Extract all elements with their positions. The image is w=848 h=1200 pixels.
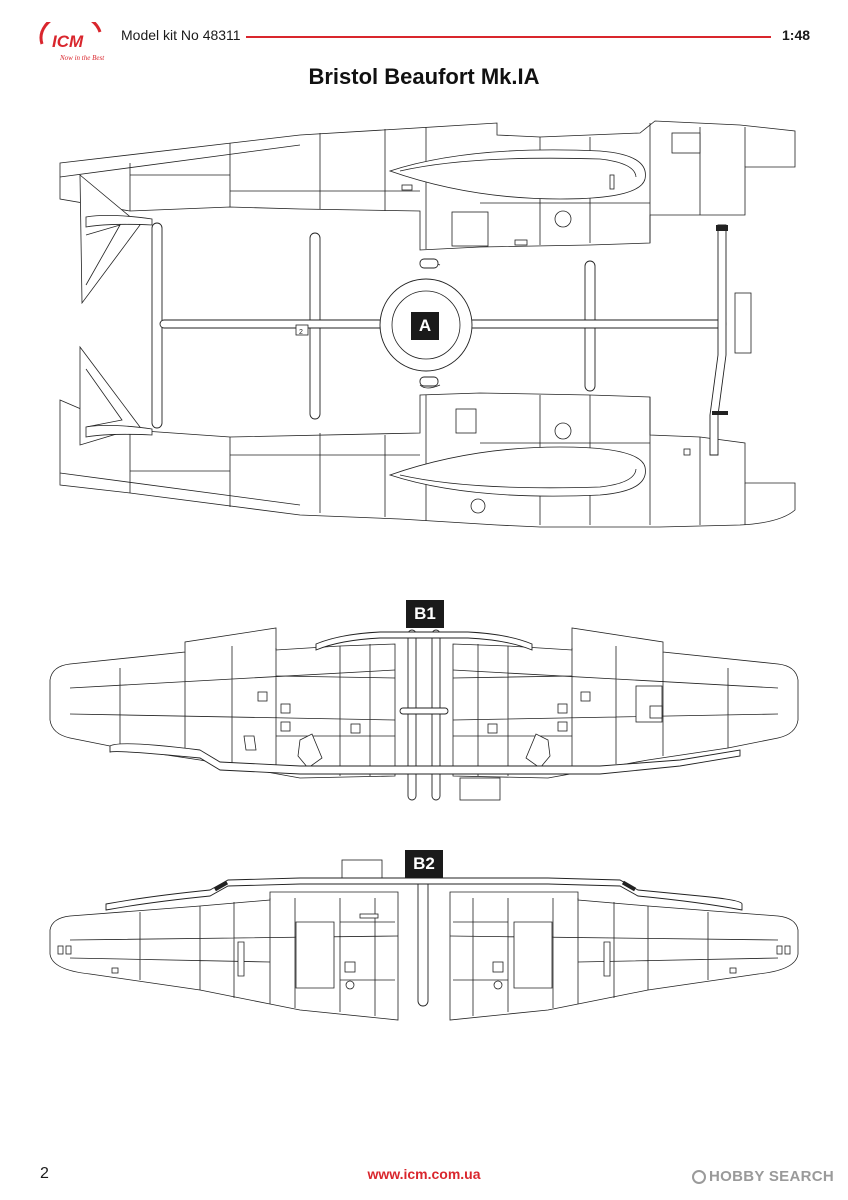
header-rule: [246, 36, 771, 38]
watermark-text: HOBBY SEARCH: [709, 1168, 835, 1185]
scale-label: 1:48: [782, 27, 811, 43]
logo-brand: ICM: [52, 32, 84, 51]
sprue-a-drawing: 2: [59, 120, 796, 528]
sprue-b1-drawing: [49, 627, 799, 801]
page-header: ICM Now in the Best Model kit No 48311 1…: [0, 0, 848, 70]
watermark: HOBBY SEARCH: [692, 1168, 834, 1185]
sprue-b2-drawing: [49, 859, 799, 1021]
website-link[interactable]: www.icm.com.ua: [367, 1166, 481, 1182]
page-title: Bristol Beaufort Mk.IA: [308, 64, 540, 89]
kit-number: Model kit No 48311: [121, 27, 241, 43]
sprue-a: 2 A: [0, 115, 848, 535]
sprue-b2: B2: [0, 850, 848, 1030]
logo-tagline: Now in the Best: [59, 54, 105, 62]
sprue-b1: B1: [0, 600, 848, 810]
sprue-b1-label: B1: [406, 600, 444, 628]
sprue-b2-label: B2: [405, 850, 443, 878]
watermark-icon: [692, 1170, 706, 1184]
page-number: 2: [40, 1165, 49, 1182]
icm-logo: ICM Now in the Best: [39, 22, 105, 62]
sprue-a-label: A: [411, 312, 439, 340]
part-number-mark: 2: [299, 329, 303, 336]
